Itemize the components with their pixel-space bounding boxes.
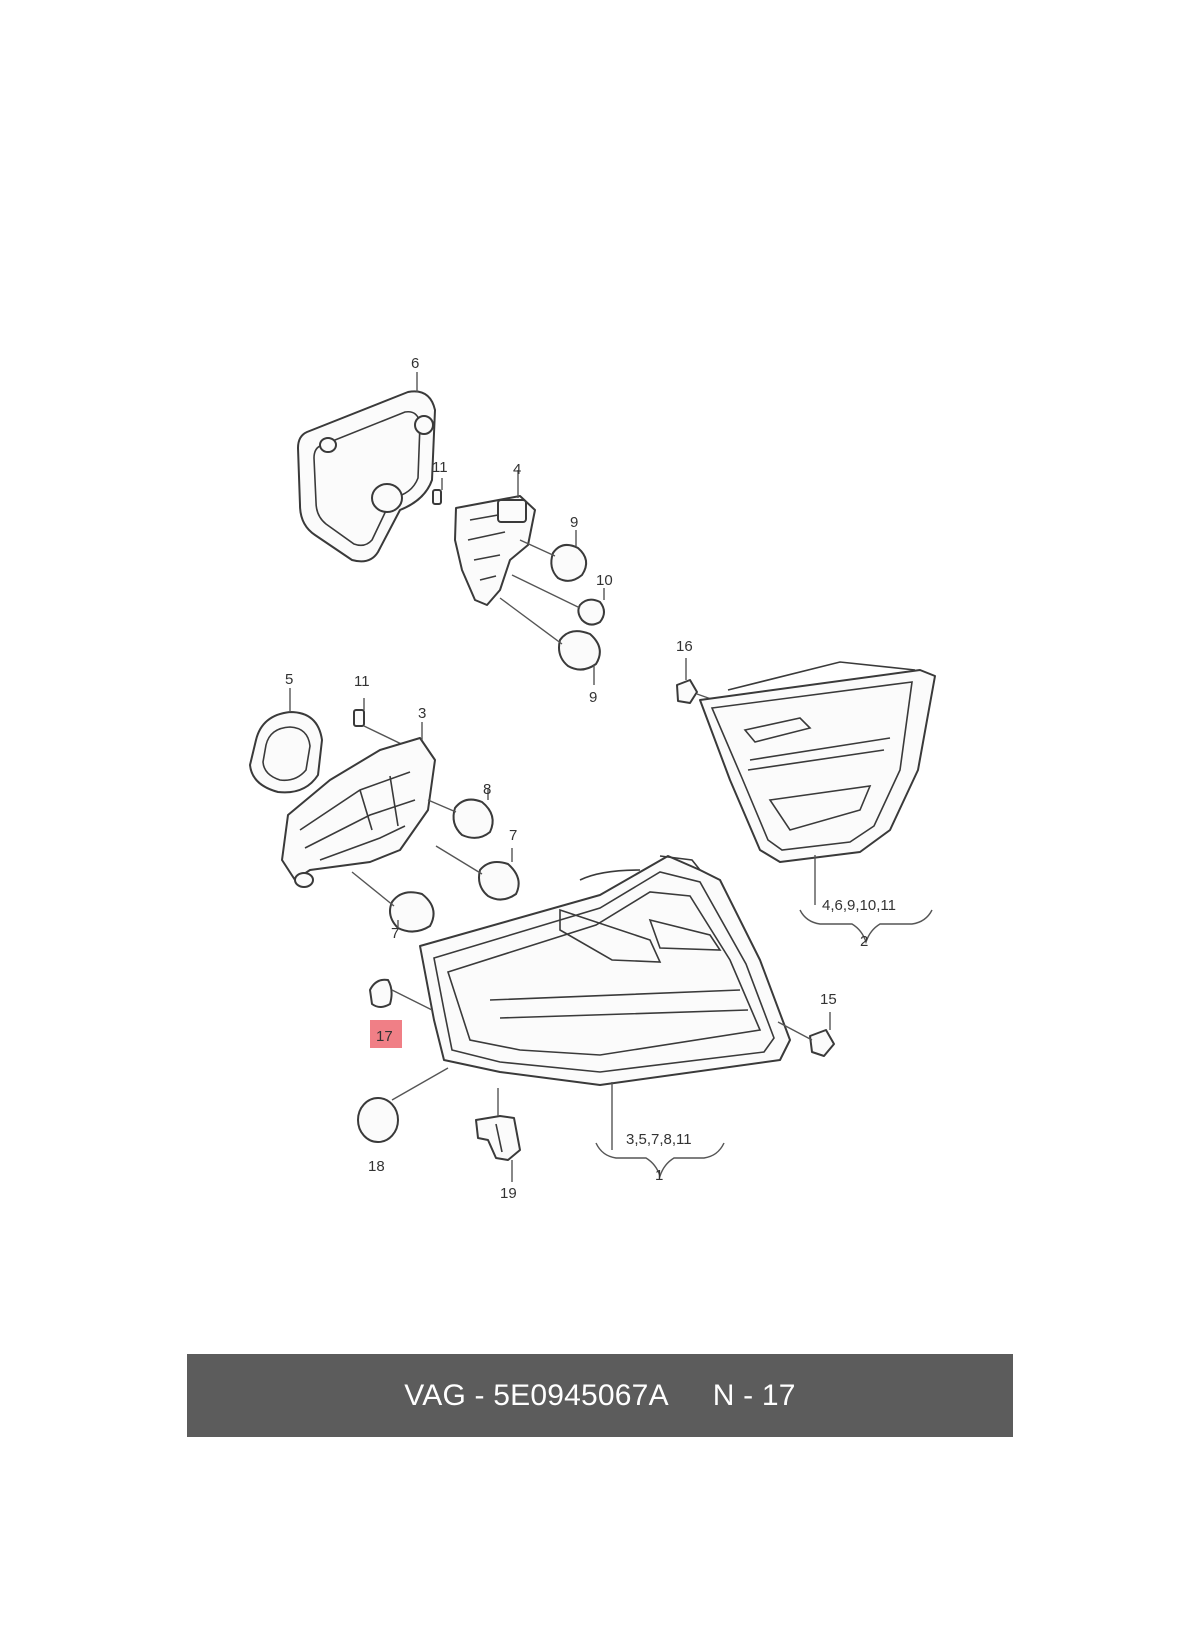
part-19-bracket xyxy=(475,1088,521,1182)
position-number: N - 17 xyxy=(712,1378,796,1412)
part-4-bulb-carrier xyxy=(454,470,536,606)
part-3-bulb-carrier xyxy=(281,722,436,888)
label-11-upper: 11 xyxy=(432,459,448,476)
part-1-outer-tail-light xyxy=(419,855,791,1179)
parts-diagram: 6 11 4 9 10 9 16 5 11 3 8 7 7 4,6,9,10,1… xyxy=(249,355,936,1202)
label-18: 18 xyxy=(368,1158,385,1175)
label-4: 4 xyxy=(513,461,521,478)
part-15-screw xyxy=(777,1012,835,1057)
label-7-upper: 7 xyxy=(509,827,517,844)
caption-bar: VAG - 5E0945067A N - 17 xyxy=(187,1354,1013,1437)
part-17-cap xyxy=(369,978,433,1011)
label-group-2-parts: 4,6,9,10,11 xyxy=(822,897,896,914)
part-10-bulb xyxy=(511,574,605,626)
label-1: 1 xyxy=(655,1167,663,1184)
part-9-bulb-lower xyxy=(499,597,601,685)
part-8-bulb xyxy=(427,788,494,839)
part-18-cover xyxy=(357,1067,449,1143)
part-6-gasket xyxy=(297,372,436,563)
part-number: VAG - 5E0945067A xyxy=(404,1378,669,1412)
label-3: 3 xyxy=(418,705,426,722)
label-2: 2 xyxy=(860,933,868,950)
label-group-1-parts: 3,5,7,8,11 xyxy=(626,1131,692,1148)
part-7-bulb-upper xyxy=(435,845,520,901)
label-17-highlight xyxy=(370,1020,402,1048)
part-9-bulb-upper xyxy=(519,530,588,582)
label-9-upper: 9 xyxy=(570,514,578,531)
label-7-lower: 7 xyxy=(391,925,399,942)
label-19: 19 xyxy=(500,1185,517,1202)
part-11-screw-upper xyxy=(432,478,443,505)
part-2-inner-tail-light xyxy=(699,661,936,945)
label-6: 6 xyxy=(411,355,419,372)
part-11-screw-lower xyxy=(353,698,419,753)
part-7-bulb-lower xyxy=(351,871,435,933)
part-16-clip xyxy=(676,658,715,704)
label-15: 15 xyxy=(820,991,837,1008)
label-9-lower: 9 xyxy=(589,689,597,706)
label-8: 8 xyxy=(483,781,491,798)
label-5: 5 xyxy=(285,671,293,688)
part-5-gasket-ring xyxy=(249,688,323,794)
label-10: 10 xyxy=(596,572,613,589)
label-17: 17 xyxy=(376,1028,393,1045)
label-11-lower: 11 xyxy=(354,673,370,690)
label-16: 16 xyxy=(676,638,693,655)
